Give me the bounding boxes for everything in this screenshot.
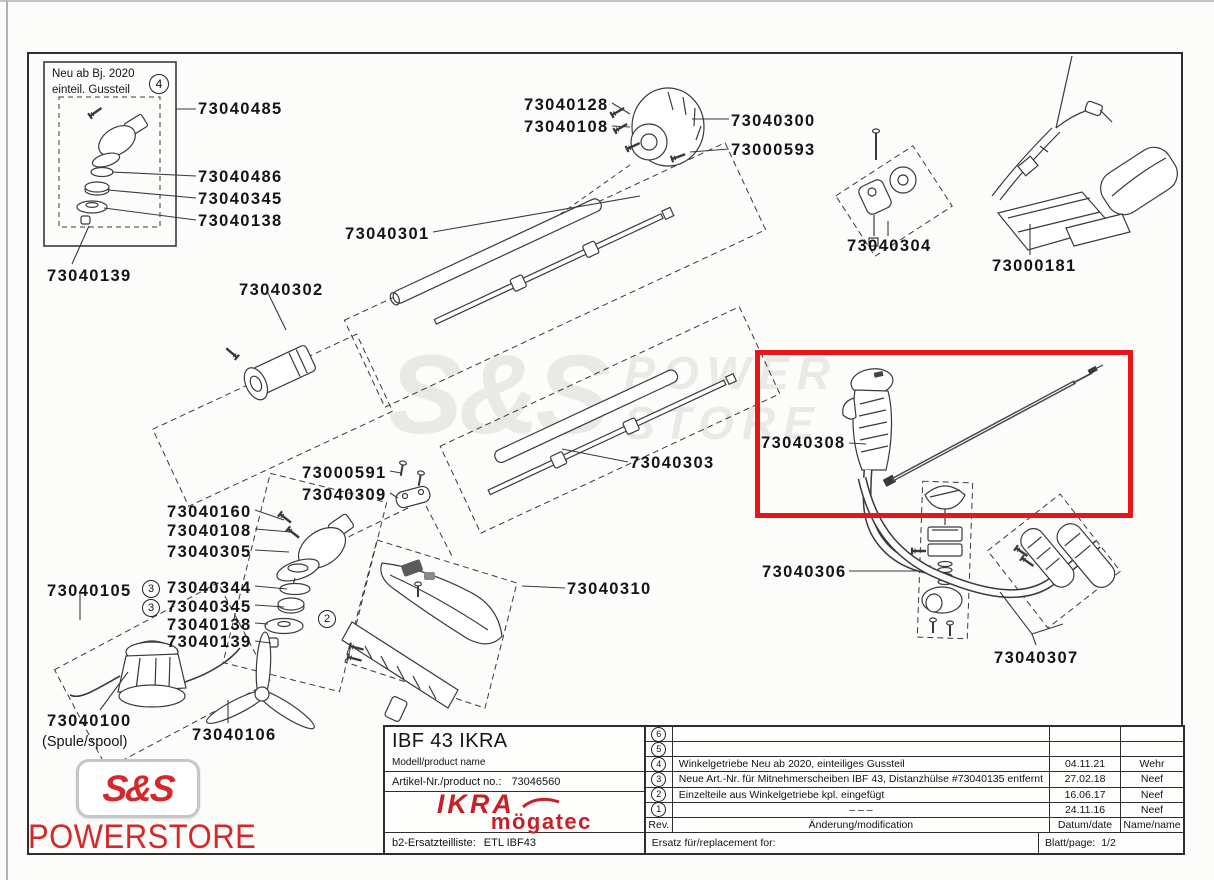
qty-badge-3a: 3 — [142, 580, 160, 598]
article-number-cell: Artikel-Nr./product no.: 73046560 — [385, 772, 644, 793]
rev-header: Rev. — [646, 817, 673, 832]
part-label-73040108: 73040108 — [524, 118, 609, 136]
rev-circle: 3 — [651, 772, 667, 787]
part-label-73040485: 73040485 — [198, 100, 283, 118]
part-label-73040307: 73040307 — [994, 649, 1079, 667]
part-label-73040486: 73040486 — [198, 168, 283, 186]
part-label-73040105: 73040105 — [47, 582, 132, 600]
part-label-73040302: 73040302 — [239, 281, 324, 299]
title-block: IBF 43 IKRA Modell/product name Artikel-… — [383, 725, 1185, 855]
rev-circle: 1 — [651, 802, 667, 818]
revision-header-row: Rev. Änderung/modification Datum/date Na… — [645, 817, 1183, 833]
sxs-logo-text: S&S — [100, 767, 176, 809]
powerstore-logo-badge: S&S — [76, 759, 200, 818]
rev-name: Neef — [1140, 773, 1164, 786]
etl-label: b2-Ersatzteilliste: — [392, 837, 476, 850]
part-label-73040308: 73040308 — [761, 434, 846, 452]
rev-date — [1050, 742, 1121, 757]
part-label-73040300: 73040300 — [731, 112, 816, 130]
page-value: 1/2 — [1101, 836, 1116, 849]
name-header: Name/name — [1123, 818, 1181, 831]
rev-date: 27.02.18 — [1050, 772, 1121, 787]
part-label-73000593: 73000593 — [731, 141, 816, 159]
part-label-73000591: 73000591 — [302, 464, 387, 482]
revision-row-1: 1 – – – 24.11.16 Neef — [645, 802, 1183, 818]
rev-name — [1121, 742, 1183, 756]
rev-desc — [673, 727, 1050, 742]
title-block-left: IBF 43 IKRA Modell/product name Artikel-… — [385, 727, 646, 853]
rev-circle: 4 — [651, 756, 667, 772]
highlight-box — [755, 350, 1133, 518]
part-label-73040139: 73040139 — [47, 267, 132, 285]
page-cell: Blatt/page: 1/2 — [1039, 833, 1183, 853]
revision-row-5: 5 — [645, 741, 1183, 758]
part-label-73040309: 73040309 — [302, 486, 387, 504]
part-label-73040345-2: 73040345 — [167, 598, 252, 616]
rev-name: Wehr — [1139, 758, 1165, 771]
revision-row-4: 4 Winkelgetriebe Neu ab 2020, einteilige… — [645, 756, 1183, 773]
rev-desc: Neue Art.-Nr. für Mitnehmerscheiben IBF … — [673, 772, 1050, 787]
inset-badge-4: 4 — [149, 74, 169, 94]
revision-table: 6 5 4 Winkelgetriebe Neu ab 2020, eintei… — [645, 726, 1183, 853]
part-label-73040100: 73040100 — [47, 712, 132, 730]
rev-name: Neef — [1140, 803, 1164, 816]
modification-header: Änderung/modification — [673, 817, 1050, 832]
part-caption-spool: (Spule/spool) — [42, 734, 128, 750]
ikra-swoosh-icon — [521, 798, 560, 809]
rev-date: 16.06.17 — [1050, 787, 1121, 802]
product-name-cell: IBF 43 IKRA Modell/product name — [385, 727, 644, 772]
article-number-value: 73046560 — [511, 775, 561, 788]
page-top-edge — [0, 0, 1214, 2]
part-label-73040344: 73040344 — [167, 579, 252, 597]
rev-desc — [673, 742, 1050, 757]
rev-date: 04.11.21 — [1050, 757, 1121, 772]
revision-row-3: 3 Neue Art.-Nr. für Mitnehmerscheiben IB… — [645, 772, 1183, 788]
part-label-73040128: 73040128 — [524, 96, 609, 114]
rev-circle: 5 — [651, 741, 667, 757]
part-label-73040305: 73040305 — [167, 543, 252, 561]
rev-name — [1121, 727, 1183, 741]
article-number-label: Artikel-Nr./product no.: — [392, 775, 502, 788]
part-label-73040310: 73040310 — [567, 580, 652, 598]
part-label-73040304: 73040304 — [847, 237, 932, 255]
etl-cell: b2-Ersatzteilliste: ETL IBF43 — [385, 833, 644, 853]
watermark-sxs: S&S — [388, 332, 610, 457]
revision-row-6: 6 — [645, 726, 1183, 743]
page-label: Blatt/page: — [1045, 836, 1096, 849]
date-header: Datum/date — [1050, 817, 1121, 832]
rev-desc: – – – — [673, 802, 1050, 817]
product-name: IBF 43 IKRA — [392, 730, 508, 752]
mogatec-logo-text: mögatec — [490, 809, 592, 835]
replacement-row: Ersatz für/replacement for: Blatt/page: … — [646, 832, 1183, 853]
powerstore-logo-text: POWERSTORE — [28, 817, 257, 856]
rev-desc: Einzelteile aus Winkelgetriebe kpl. eing… — [673, 787, 1050, 802]
part-label-73040139-2: 73040139 — [167, 633, 252, 651]
ikra-logo-cell: IKRA mögatec — [385, 789, 644, 835]
part-label-73040345: 73040345 — [198, 190, 283, 208]
part-label-73040160: 73040160 — [167, 503, 252, 521]
rev-desc: Winkelgetriebe Neu ab 2020, einteiliges … — [673, 757, 1050, 772]
rev-date — [1050, 727, 1121, 742]
rev-circle: 2 — [651, 787, 667, 803]
qty-badge-2: 2 — [318, 610, 336, 628]
part-label-73040108-2: 73040108 — [167, 522, 252, 540]
part-label-73040306: 73040306 — [762, 563, 847, 581]
part-label-73040303: 73040303 — [630, 454, 715, 472]
revision-row-2: 2 Einzelteile aus Winkelgetriebe kpl. ei… — [645, 787, 1183, 803]
rev-name: Neef — [1140, 788, 1164, 801]
part-label-73040138: 73040138 — [198, 212, 283, 230]
part-label-73040301: 73040301 — [345, 225, 430, 243]
part-label-73040106: 73040106 — [192, 726, 277, 744]
qty-badge-3b: 3 — [142, 599, 160, 617]
replacement-label: Ersatz für/replacement for: — [646, 832, 1039, 853]
ikra-logo-text: IKRA — [436, 789, 515, 820]
etl-value: ETL IBF43 — [483, 837, 536, 850]
part-label-73000181: 73000181 — [992, 257, 1077, 275]
rev-date: 24.11.16 — [1050, 802, 1121, 817]
rev-circle: 6 — [651, 726, 667, 742]
product-name-label: Modell/product name — [392, 757, 486, 768]
page-left-edge — [6, 0, 8, 880]
